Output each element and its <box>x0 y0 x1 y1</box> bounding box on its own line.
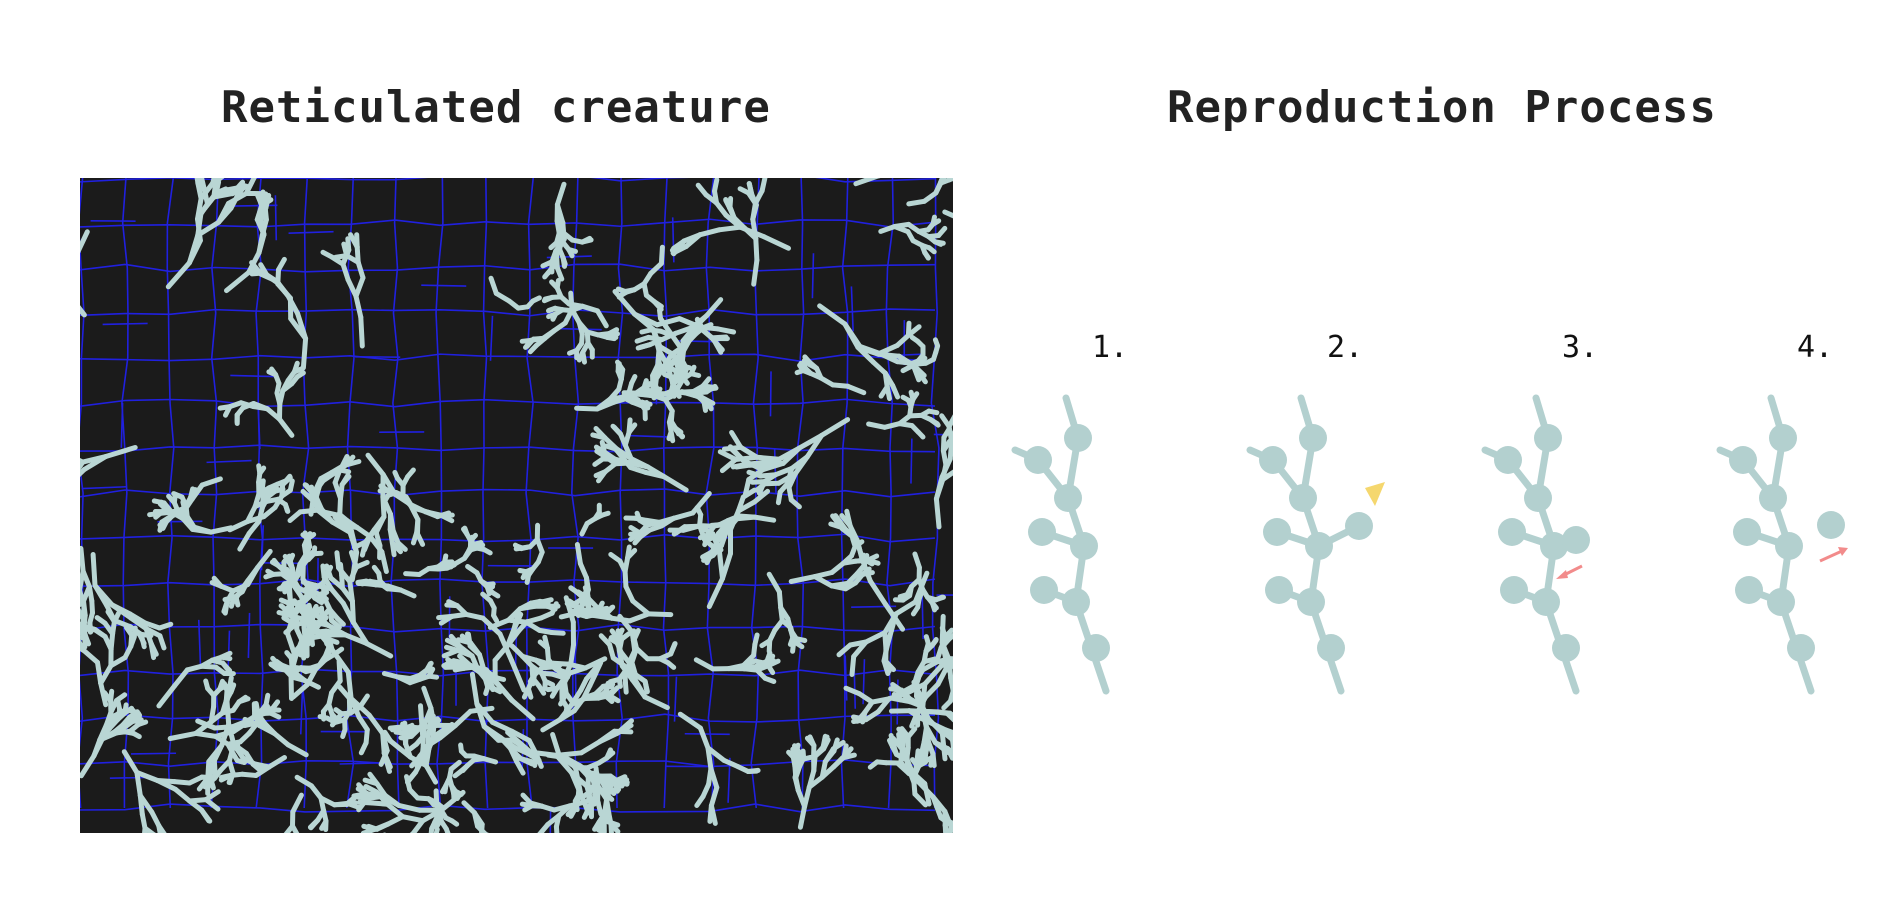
body-node <box>1082 634 1110 662</box>
step-label: 1. <box>1091 330 1129 365</box>
organism-diagram <box>1246 394 1385 695</box>
growth-marker-icon <box>1365 482 1385 506</box>
body-node <box>1534 424 1562 452</box>
reticulated-creature-image <box>80 178 953 833</box>
body-node <box>1064 424 1092 452</box>
body-node <box>1070 532 1098 560</box>
step-label: 4. <box>1796 330 1834 365</box>
body-node <box>1299 424 1327 452</box>
body-node <box>1024 446 1052 474</box>
organism-body <box>1011 394 1110 695</box>
body-node <box>1735 576 1763 604</box>
detached-bud <box>1817 511 1845 539</box>
body-node <box>1540 532 1568 560</box>
filament-network <box>80 178 953 833</box>
organism-body <box>1481 394 1590 695</box>
creature-network <box>80 178 953 833</box>
step-4: 4. <box>1705 320 1894 700</box>
body-node <box>1759 484 1787 512</box>
step-label: 2. <box>1326 330 1364 365</box>
step-1: 1. <box>1000 320 1220 700</box>
body-node <box>1317 634 1345 662</box>
right-title: Reproduction Process <box>1167 82 1717 133</box>
body-node <box>1729 446 1757 474</box>
body-node <box>1265 576 1293 604</box>
body-node <box>1259 446 1287 474</box>
body-node <box>1498 518 1526 546</box>
step-label: 3. <box>1561 330 1599 365</box>
organism-body <box>1246 394 1373 695</box>
body-node <box>1289 484 1317 512</box>
arrow-out-icon <box>1819 547 1848 563</box>
body-node <box>1054 484 1082 512</box>
left-title: Reticulated creature <box>221 82 771 133</box>
organism-diagram <box>1716 394 1848 695</box>
body-node <box>1062 588 1090 616</box>
body-node <box>1787 634 1815 662</box>
bud-node <box>1345 512 1373 540</box>
body-node <box>1494 446 1522 474</box>
step-2: 2. <box>1235 320 1455 700</box>
body-node <box>1524 484 1552 512</box>
organism-diagram <box>1011 394 1110 695</box>
body-node <box>1775 532 1803 560</box>
body-node <box>1263 518 1291 546</box>
body-node <box>1767 588 1795 616</box>
organism-diagram <box>1481 394 1590 695</box>
step-3: 3. <box>1470 320 1690 700</box>
bud-node <box>1562 526 1590 554</box>
body-node <box>1500 576 1528 604</box>
body-node <box>1532 588 1560 616</box>
body-node <box>1733 518 1761 546</box>
body-node <box>1769 424 1797 452</box>
body-node <box>1030 576 1058 604</box>
body-node <box>1552 634 1580 662</box>
arrow-in-icon <box>1556 564 1583 579</box>
body-node <box>1028 518 1056 546</box>
organism-body <box>1716 394 1815 695</box>
body-node <box>1297 588 1325 616</box>
